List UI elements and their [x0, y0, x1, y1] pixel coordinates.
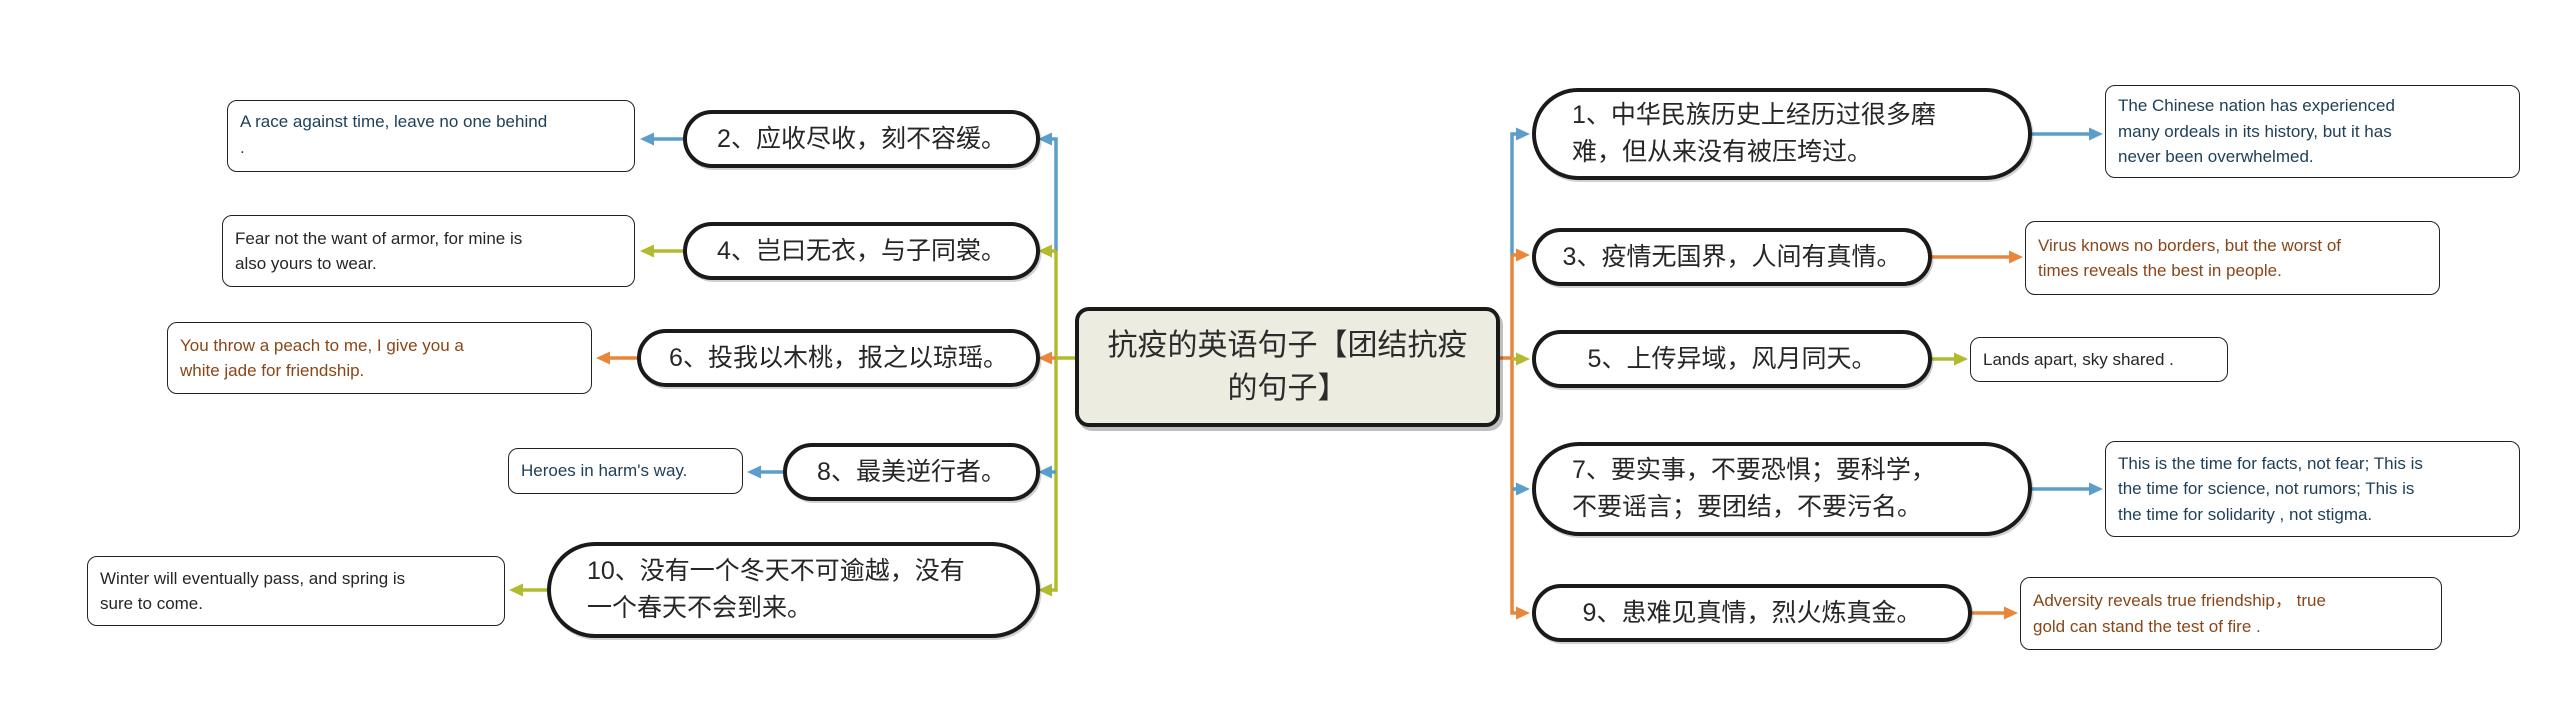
arrowhead-english-2	[640, 132, 654, 146]
english-note-7[interactable]: This is the time for facts, not fear; Th…	[2105, 441, 2520, 537]
english-note-10[interactable]: Winter will eventually pass, and spring …	[87, 556, 505, 626]
branch-node-10[interactable]: 10、没有一个冬天不可逾越，没有 一个春天不会到来。	[547, 542, 1040, 638]
arrowhead-english-8	[747, 465, 761, 479]
english-note-6[interactable]: You throw a peach to me, I give you a wh…	[167, 322, 592, 394]
arrowhead-english-6	[596, 351, 610, 365]
arrowhead-english-7	[2089, 482, 2103, 496]
english-note-8[interactable]: Heroes in harm's way.	[508, 448, 743, 494]
arrowhead-english-1	[2089, 127, 2103, 141]
arrowhead-node-2	[1038, 132, 1052, 146]
english-note-1[interactable]: The Chinese nation has experienced many …	[2105, 85, 2520, 178]
branch-node-3[interactable]: 3、疫情无国界，人间有真情。	[1532, 228, 1932, 286]
branch-node-5[interactable]: 5、上传异域，风月同天。	[1532, 330, 1932, 388]
arrowhead-node-7	[1516, 482, 1530, 496]
english-note-9[interactable]: Adversity reveals true friendship， true …	[2020, 577, 2442, 650]
arrowhead-english-9	[2004, 606, 2018, 620]
arrowhead-node-4	[1038, 244, 1052, 258]
english-note-2[interactable]: A race against time, leave no one behind…	[227, 100, 635, 172]
english-note-4[interactable]: Fear not the want of armor, for mine is …	[222, 215, 635, 287]
branch-node-7[interactable]: 7、要实事，不要恐惧；要科学， 不要谣言；要团结，不要污名。	[1532, 442, 2032, 536]
english-note-5[interactable]: Lands apart, sky shared .	[1970, 337, 2228, 382]
branch-node-8[interactable]: 8、最美逆行者。	[783, 443, 1040, 501]
connector-right-trunk-orange	[1510, 255, 1518, 615]
arrowhead-english-3	[2009, 250, 2023, 264]
central-topic-node[interactable]: 抗疫的英语句子【团结抗疫的句子】	[1075, 307, 1500, 427]
english-note-3[interactable]: Virus knows no borders, but the worst of…	[2025, 221, 2440, 295]
connector-left-trunk-blue	[1050, 137, 1058, 251]
branch-node-4[interactable]: 4、岂曰无衣，与子同裳。	[683, 222, 1040, 280]
branch-node-9[interactable]: 9、患难见真情，烈火炼真金。	[1532, 584, 1972, 642]
arrowhead-node-5	[1516, 352, 1530, 366]
arrowhead-node-10	[1038, 583, 1052, 597]
arrowhead-node-1	[1516, 127, 1530, 141]
arrowhead-node-8	[1038, 465, 1052, 479]
arrowhead-english-5	[1954, 352, 1968, 366]
arrowhead-node-3	[1516, 248, 1530, 262]
connector-right-trunk-blue	[1510, 132, 1518, 255]
branch-node-6[interactable]: 6、投我以木桃，报之以琼瑶。	[637, 329, 1040, 387]
branch-node-1[interactable]: 1、中华民族历史上经历过很多磨 难，但从来没有被压垮过。	[1532, 88, 2032, 180]
arrowhead-english-10	[509, 583, 523, 597]
arrowhead-english-4	[640, 244, 654, 258]
connector-left-trunk-olive	[1050, 251, 1058, 592]
arrowhead-node-9	[1516, 606, 1530, 620]
branch-node-2[interactable]: 2、应收尽收，刻不容缓。	[683, 110, 1040, 168]
arrowhead-node-6	[1038, 351, 1052, 365]
